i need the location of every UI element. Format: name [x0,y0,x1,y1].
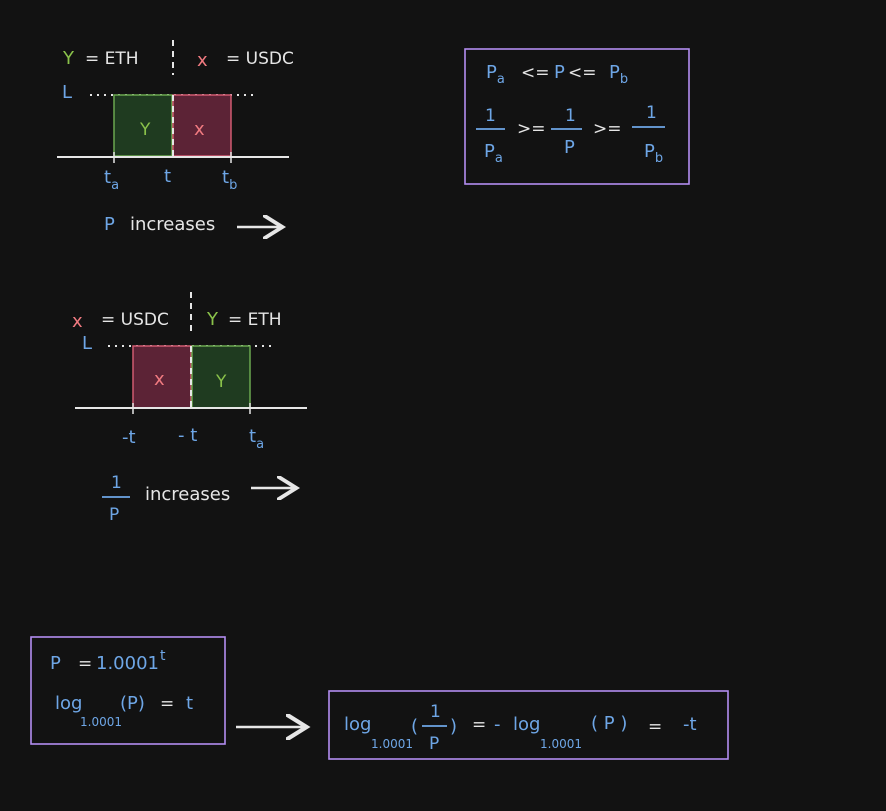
tick-neg-t-current: - t [178,425,197,446]
frac-den: P [429,734,439,754]
exponent-t: t [160,648,166,664]
greater-equal-2: >= [593,119,622,139]
price-tick-formula-box: P = 1.0001 t log 1.0001 (P) = t [30,636,226,745]
log-label: log [55,693,82,714]
frac1-den: Pa [484,141,503,166]
pa-label: Pa [486,62,505,87]
frac-num: 1 [430,702,441,722]
log-base-1: 1.0001 [371,737,413,751]
increases-label: increases [130,214,215,235]
tick-ta: ta [104,167,119,193]
y-token-letter: Y [62,48,75,69]
log-arg: (P) [120,693,145,714]
rparen: ) [450,716,457,737]
rhs-neg-t: -t [683,714,697,735]
x-token-equals-usdc: = USDC [101,310,169,330]
tick-t: t [164,166,171,187]
y-block-label: Y [215,372,227,392]
frac2-num: 1 [565,106,576,126]
tick-neg-t: -t [122,427,136,448]
x-block-label: x [154,369,165,390]
increases-label: increases [145,484,230,505]
log-base-2: 1.0001 [540,737,582,751]
pb-label: Pb [609,62,628,87]
tick-tb: tb [222,167,237,193]
equals-sign: = [472,715,486,735]
equals-sign-2: = [160,694,174,714]
liquidity-label: L [82,333,92,354]
price-label: P [104,214,115,235]
lparen: ( [411,716,418,737]
x-token-letter: x [72,311,83,332]
minus-sign: - [494,714,501,735]
diagram-p-increases: Y = ETH x = USDC L Y x ta t tb P increas… [57,40,294,235]
y-token-equals-eth: = ETH [85,49,139,69]
box-border [30,636,226,745]
rhs-t: t [186,693,193,714]
greater-equal-1: >= [517,119,546,139]
log-arg-2: ( P ) [591,713,627,734]
liquidity-label: L [62,82,72,103]
frac1-num: 1 [485,106,496,126]
log-base: 1.0001 [80,715,122,729]
diagram-inverse-p-increases: x = USDC Y = ETH L x Y -t - t ta 1 P inc… [72,292,307,525]
inverse-price-formula-box: log 1.0001 ( 1 P ) = - log 1.0001 ( P ) … [328,690,729,760]
equals-sign: = [78,654,92,674]
p-label: P [554,62,565,83]
fraction-denominator: P [109,505,119,525]
y-block-label: Y [139,120,151,140]
frac3-num: 1 [646,103,657,123]
p-label: P [50,653,61,674]
fraction-numerator: 1 [111,473,122,493]
x-block-label: x [194,119,205,140]
x-token-equals-usdc: = USDC [226,49,294,69]
less-equal-1: <= [521,63,550,83]
log-label-1: log [344,714,371,735]
equals-sign-2: = [648,717,662,737]
less-equal-2: <= [568,63,597,83]
base-value: 1.0001 [96,653,159,674]
y-token-equals-eth: = ETH [228,310,282,330]
price-range-inequality-box: Pa <= P <= Pb 1 Pa >= 1 P >= 1 Pb [464,48,690,185]
box-border [464,48,690,185]
x-block [132,345,192,409]
log-label-2: log [513,714,540,735]
box-border [328,690,729,760]
frac2-den: P [564,137,575,158]
x-token-letter: x [197,50,208,71]
frac3-den: Pb [644,141,663,166]
y-token-letter: Y [206,309,219,330]
tick-ta: ta [249,426,264,452]
